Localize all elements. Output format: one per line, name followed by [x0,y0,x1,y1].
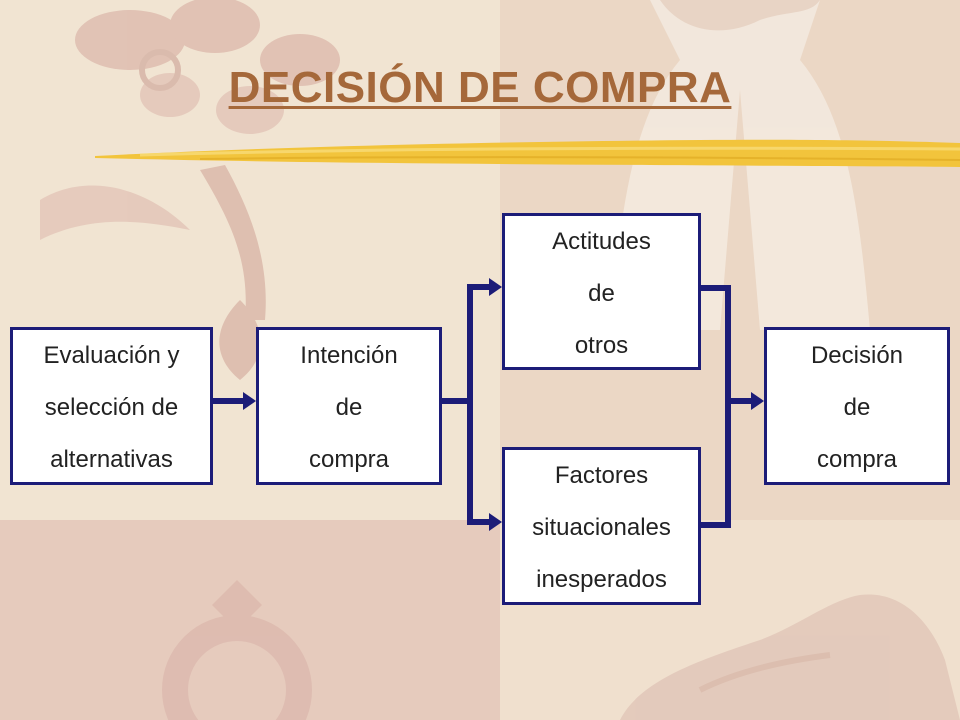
box-line: compra [308,446,390,473]
box-line: Decisión [810,342,904,369]
box-decision-de-compra: Decisión de compra [764,327,950,485]
brush-stroke [95,139,960,167]
box-line: selección de [44,394,179,421]
flower-illustration [40,0,340,380]
box-line: Evaluación y [43,342,180,369]
box-line: Actitudes [552,228,651,255]
box-line: de [588,280,615,307]
box-line: otros [574,332,629,359]
box-line: Intención [300,342,398,369]
box-line: inesperados [536,566,667,593]
box-line: de [843,394,871,421]
box-actitudes-de-otros: Actitudes de otros [502,213,701,370]
box-line: compra [816,446,898,473]
box-line: de [335,394,363,421]
box-intencion-de-compra: Intención de compra [256,327,442,485]
box-factores-situacionales-inesperados: Factores situacionales inesperados [502,447,701,605]
box-line: Factores [554,462,649,489]
slide-title: DECISIÓN DE COMPRA [228,63,732,112]
box-line: alternativas [50,446,173,473]
ring-illustration [162,580,312,720]
box-evaluacion-seleccion-alternativas: Evaluación y selección de alternativas [10,327,213,485]
shoe-illustration [620,594,960,720]
box-line: situacionales [532,514,671,541]
